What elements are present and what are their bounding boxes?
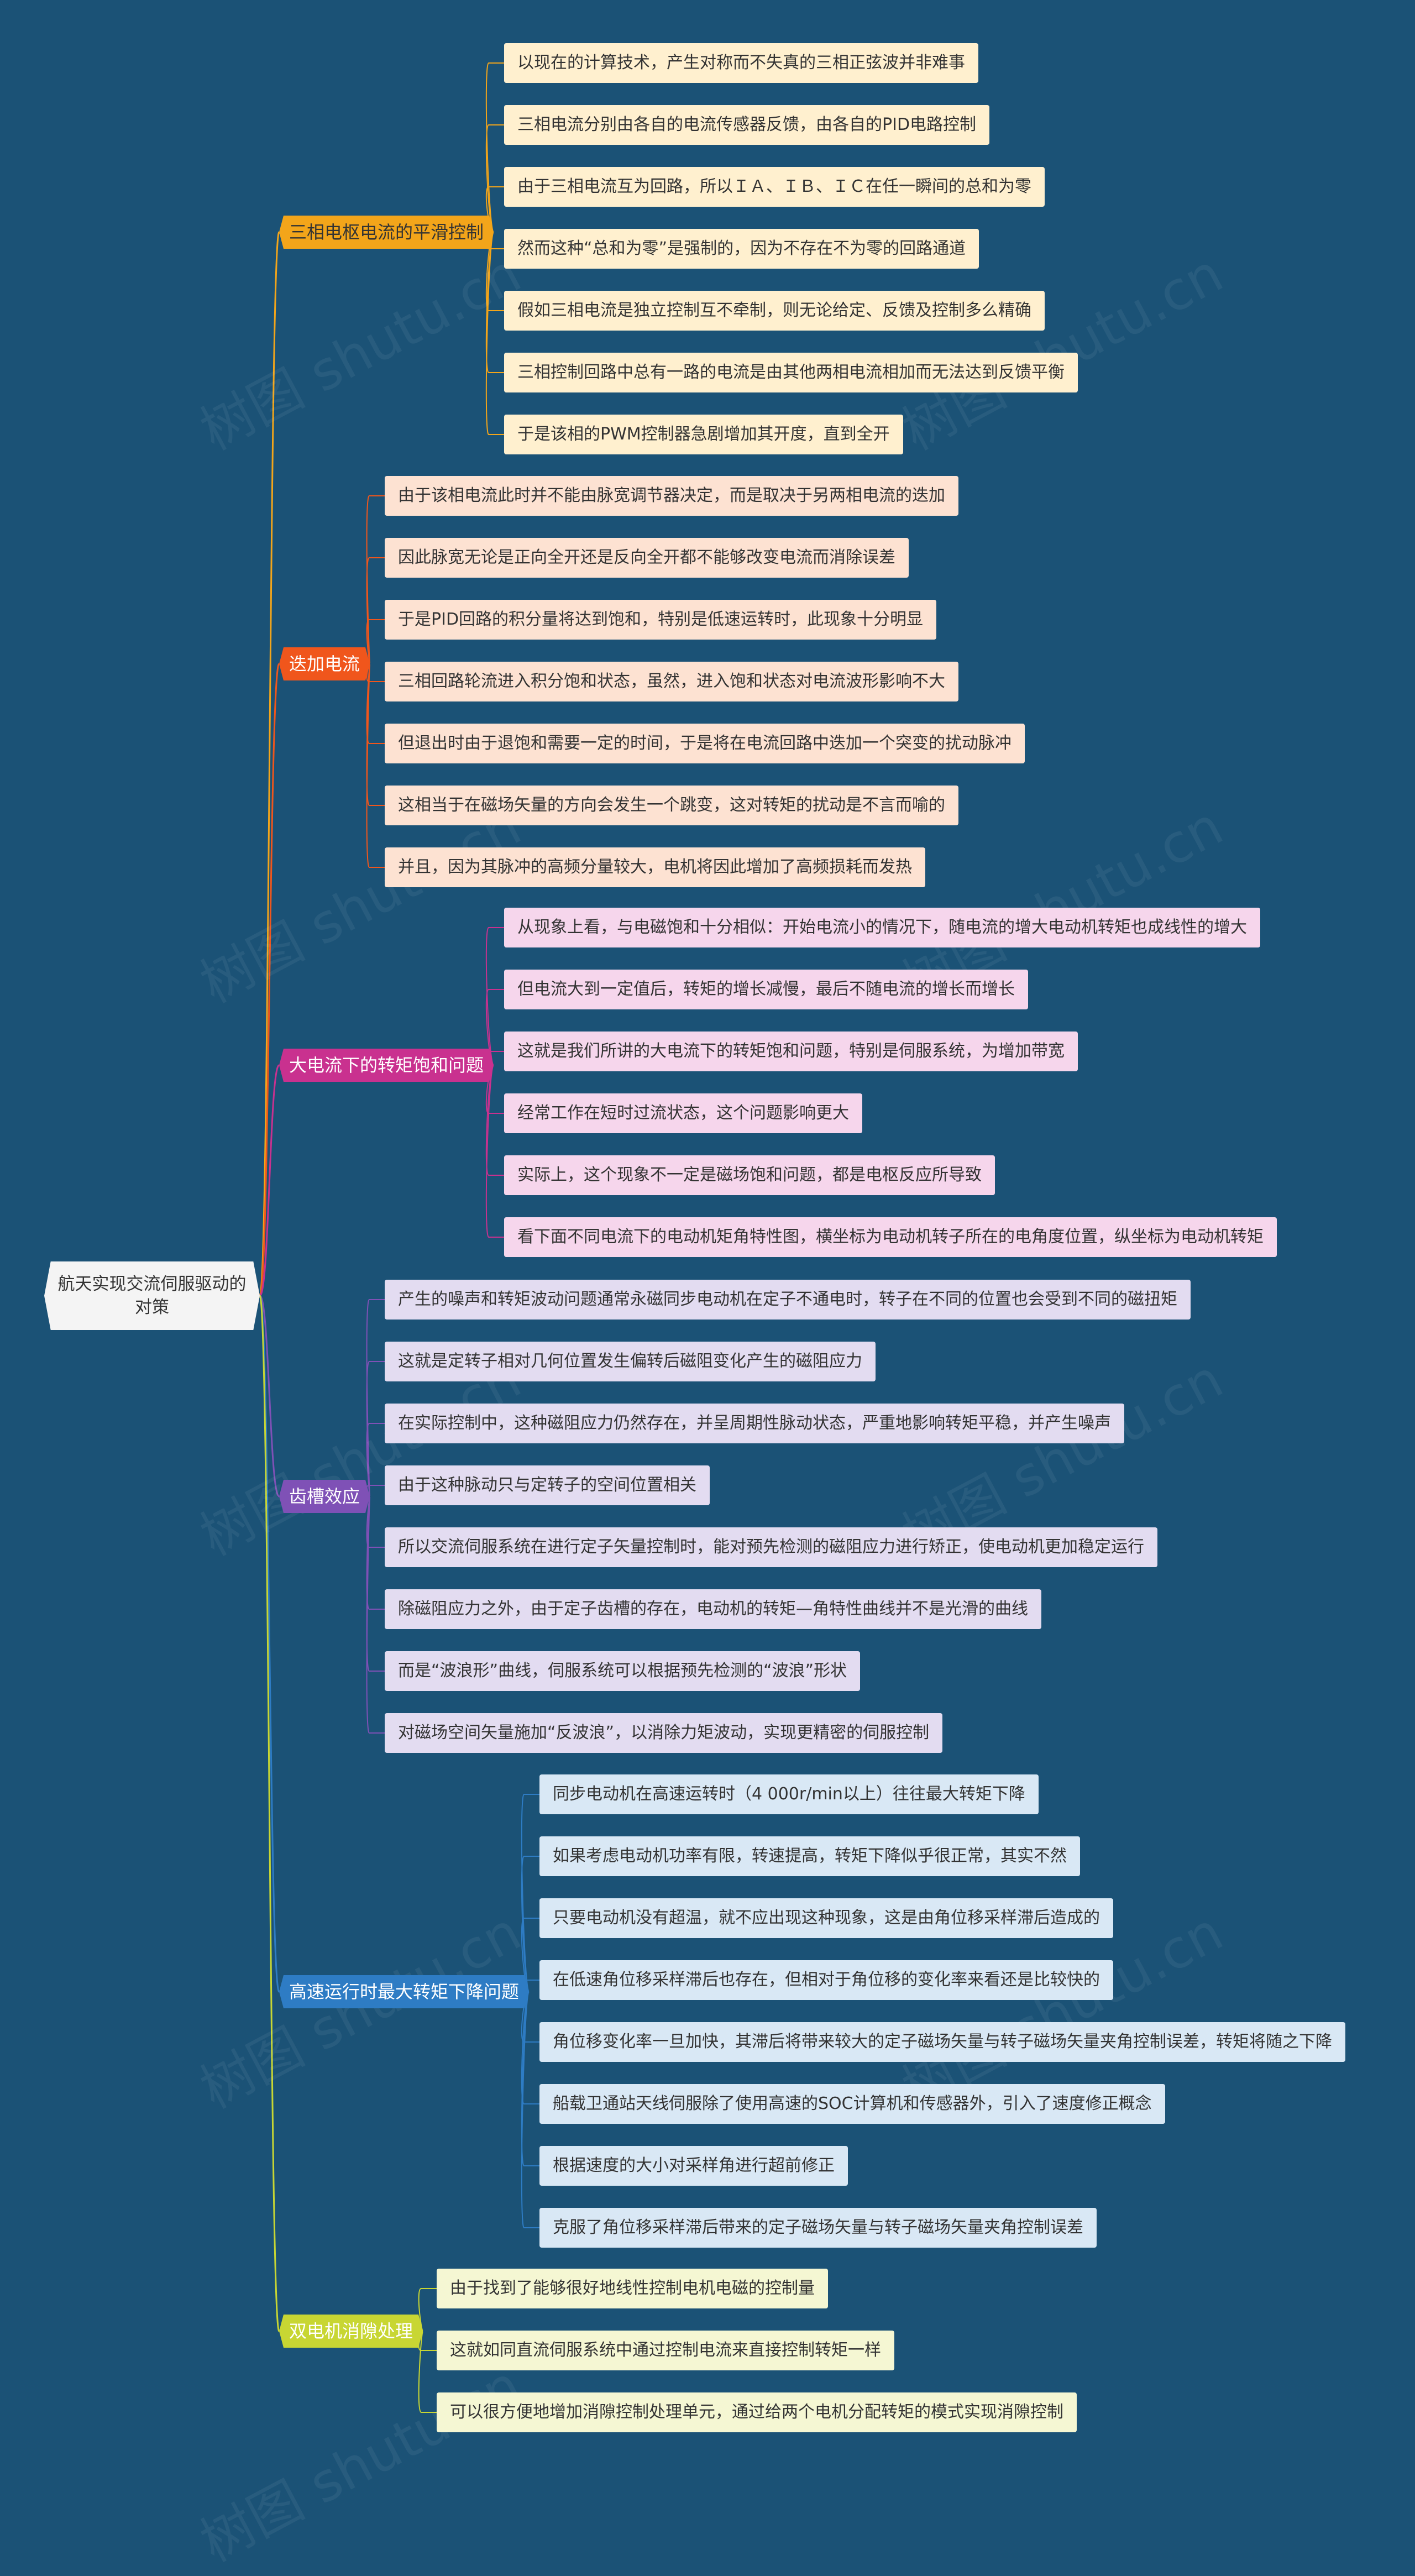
leaf-node[interactable]: 根据速度的大小对采样角进行超前修正 bbox=[539, 2146, 848, 2186]
branch-node[interactable]: 大电流下的转矩饱和问题 bbox=[279, 1049, 494, 1082]
leaf-node[interactable]: 这就是我们所讲的大电流下的转矩饱和问题，特别是伺服系统，为增加带宽 bbox=[504, 1032, 1078, 1071]
leaf-node[interactable]: 在低速角位移采样滞后也存在，但相对于角位移的变化率来看还是比较快的 bbox=[539, 1960, 1113, 2000]
leaf-node[interactable]: 克服了角位移采样滞后带来的定子磁场矢量与转子磁场矢量夹角控制误差 bbox=[539, 2208, 1097, 2248]
connector-line bbox=[366, 1496, 385, 1734]
connector-line bbox=[259, 1064, 280, 1297]
leaf-node[interactable]: 但退出时由于退饱和需要一定的时间，于是将在电流回路中迭加一个突变的扰动脉冲 bbox=[385, 724, 1025, 763]
leaf-node[interactable]: 实际上，这个现象不一定是磁场饱和问题，都是电枢反应所导致 bbox=[504, 1155, 995, 1195]
leaf-node[interactable]: 这就是定转子相对几何位置发生偏转后磁阻变化产生的磁阻应力 bbox=[385, 1342, 876, 1381]
connector-line bbox=[485, 232, 504, 435]
leaf-node[interactable]: 只要电动机没有超温，就不应出现这种现象，这是由角位移采样滞后造成的 bbox=[539, 1898, 1113, 1938]
connector-line bbox=[366, 1299, 385, 1497]
leaf-node[interactable]: 角位移变化率一旦加快，其滞后将带来较大的定子磁场矢量与转子磁场矢量夹角控制误差，… bbox=[539, 2022, 1345, 2062]
leaf-node[interactable]: 经常工作在短时过流状态，这个问题影响更大 bbox=[504, 1093, 862, 1133]
leaf-node[interactable]: 因此脉宽无论是正向全开还是反向全开都不能够改变电流而消除误差 bbox=[385, 538, 909, 578]
leaf-node[interactable]: 这相当于在磁场矢量的方向会发生一个跳变，这对转矩的扰动是不言而喻的 bbox=[385, 786, 958, 825]
leaf-node[interactable]: 于是PID回路的积分量将达到饱和，特别是低速运转时，此现象十分明显 bbox=[385, 600, 937, 640]
leaf-node[interactable]: 而是“波浪形”曲线，伺服系统可以根据预先检测的“波浪”形状 bbox=[385, 1651, 861, 1691]
leaf-node[interactable]: 对磁场空间矢量施加“反波浪”，以消除力矩波动，实现更精密的伺服控制 bbox=[385, 1713, 943, 1753]
leaf-node[interactable]: 同步电动机在高速运转时（4 000r/min以上）往往最大转矩下降 bbox=[539, 1774, 1039, 1814]
leaf-node[interactable]: 三相控制回路中总有一路的电流是由其他两相电流相加而无法达到反馈平衡 bbox=[504, 353, 1078, 392]
leaf-node[interactable]: 以现在的计算技术，产生对称而不失真的三相正弦波并非难事 bbox=[504, 43, 978, 83]
leaf-node[interactable]: 在实际控制中，这种磁阻应力仍然存在，并呈周期性脉动状态，严重地影响转矩平稳，并产… bbox=[385, 1404, 1124, 1443]
connector-line bbox=[366, 663, 385, 868]
leaf-node[interactable]: 产生的噪声和转矩波动问题通常永磁同步电动机在定子不通电时，转子在不同的位置也会受… bbox=[385, 1280, 1191, 1320]
leaf-node[interactable]: 这就如同直流伺服系统中通过控制电流来直接控制转矩一样 bbox=[437, 2331, 894, 2370]
connector-line bbox=[366, 619, 385, 664]
leaf-node[interactable]: 看下面不同电流下的电动机矩角特性图，横坐标为电动机转子所在的电角度位置，纵坐标为… bbox=[504, 1217, 1277, 1257]
branch-node[interactable]: 迭加电流 bbox=[279, 647, 370, 680]
branch-node[interactable]: 双电机消隙处理 bbox=[279, 2315, 423, 2348]
connector-line bbox=[521, 1991, 539, 2228]
branch-node[interactable]: 高速运行时最大转矩下降问题 bbox=[279, 1975, 529, 2008]
connector-line bbox=[259, 663, 280, 1297]
leaf-node[interactable]: 三相回路轮流进入积分饱和状态，虽然，进入饱和状态对电流波形影响不大 bbox=[385, 662, 958, 701]
leaf-node[interactable]: 假如三相电流是独立控制互不牵制，则无论给定、反馈及控制多么精确 bbox=[504, 291, 1045, 331]
leaf-node[interactable]: 由于三相电流互为回路，所以ＩＡ、ＩＢ、ＩＣ在任一瞬间的总和为零 bbox=[504, 167, 1045, 207]
connector-line bbox=[366, 495, 385, 664]
leaf-node[interactable]: 并且，因为其脉冲的高频分量较大，电机将因此增加了高频损耗而发热 bbox=[385, 847, 925, 887]
leaf-node[interactable]: 除磁阻应力之外，由于定子齿槽的存在，电动机的转矩—角特性曲线并不是光滑的曲线 bbox=[385, 1589, 1041, 1629]
connector-line bbox=[366, 1423, 385, 1497]
leaf-node[interactable]: 可以很方便地增加消隙控制处理单元，通过给两个电机分配转矩的模式实现消隙控制 bbox=[437, 2392, 1077, 2432]
leaf-node[interactable]: 三相电流分别由各自的电流传感器反馈，由各自的PID电路控制 bbox=[504, 105, 990, 145]
connector-line bbox=[418, 2331, 437, 2413]
leaf-node[interactable]: 但电流大到一定值后，转矩的增长减慢，最后不随电流的增长而增长 bbox=[504, 970, 1028, 1009]
leaf-node[interactable]: 由于找到了能够很好地线性控制电机电磁的控制量 bbox=[437, 2269, 828, 2308]
connector-line bbox=[485, 62, 504, 233]
leaf-node[interactable]: 于是该相的PWM控制器急剧增加其开度，直到全开 bbox=[504, 415, 903, 454]
branch-node[interactable]: 齿槽效应 bbox=[279, 1480, 370, 1513]
leaf-node[interactable]: 如果考虑电动机功率有限，转速提高，转矩下降似乎很正常，其实不然 bbox=[539, 1836, 1080, 1876]
leaf-node[interactable]: 由于该相电流此时并不能由脉宽调节器决定，而是取决于另两相电流的迭加 bbox=[385, 476, 958, 516]
leaf-node[interactable]: 然而这种“总和为零”是强制的，因为不存在不为零的回路通道 bbox=[504, 229, 979, 269]
leaf-node[interactable]: 由于这种脉动只与定转子的空间位置相关 bbox=[385, 1465, 710, 1505]
connector-line bbox=[259, 1295, 280, 2332]
connector-line bbox=[485, 1065, 504, 1238]
connector-line bbox=[418, 2288, 437, 2332]
leaf-node[interactable]: 从现象上看，与电磁饱和十分相似：开始电流小的情况下，随电流的增大电动机转矩也成线… bbox=[504, 908, 1260, 947]
connector-line bbox=[259, 1295, 280, 1498]
leaf-node[interactable]: 船载卫通站天线伺服除了使用高速的SOC计算机和传感器外，引入了速度修正概念 bbox=[539, 2084, 1165, 2124]
leaf-node[interactable]: 所以交流伺服系统在进行定子矢量控制时，能对预先检测的磁阻应力进行矫正，使电动机更… bbox=[385, 1527, 1157, 1567]
branch-node[interactable]: 三相电枢电流的平滑控制 bbox=[279, 216, 494, 249]
root-node[interactable]: 航天实现交流伺服驱动的对策 bbox=[44, 1261, 260, 1330]
root-title: 航天实现交流伺服驱动的对策 bbox=[57, 1274, 247, 1317]
connector-line bbox=[259, 231, 280, 1297]
